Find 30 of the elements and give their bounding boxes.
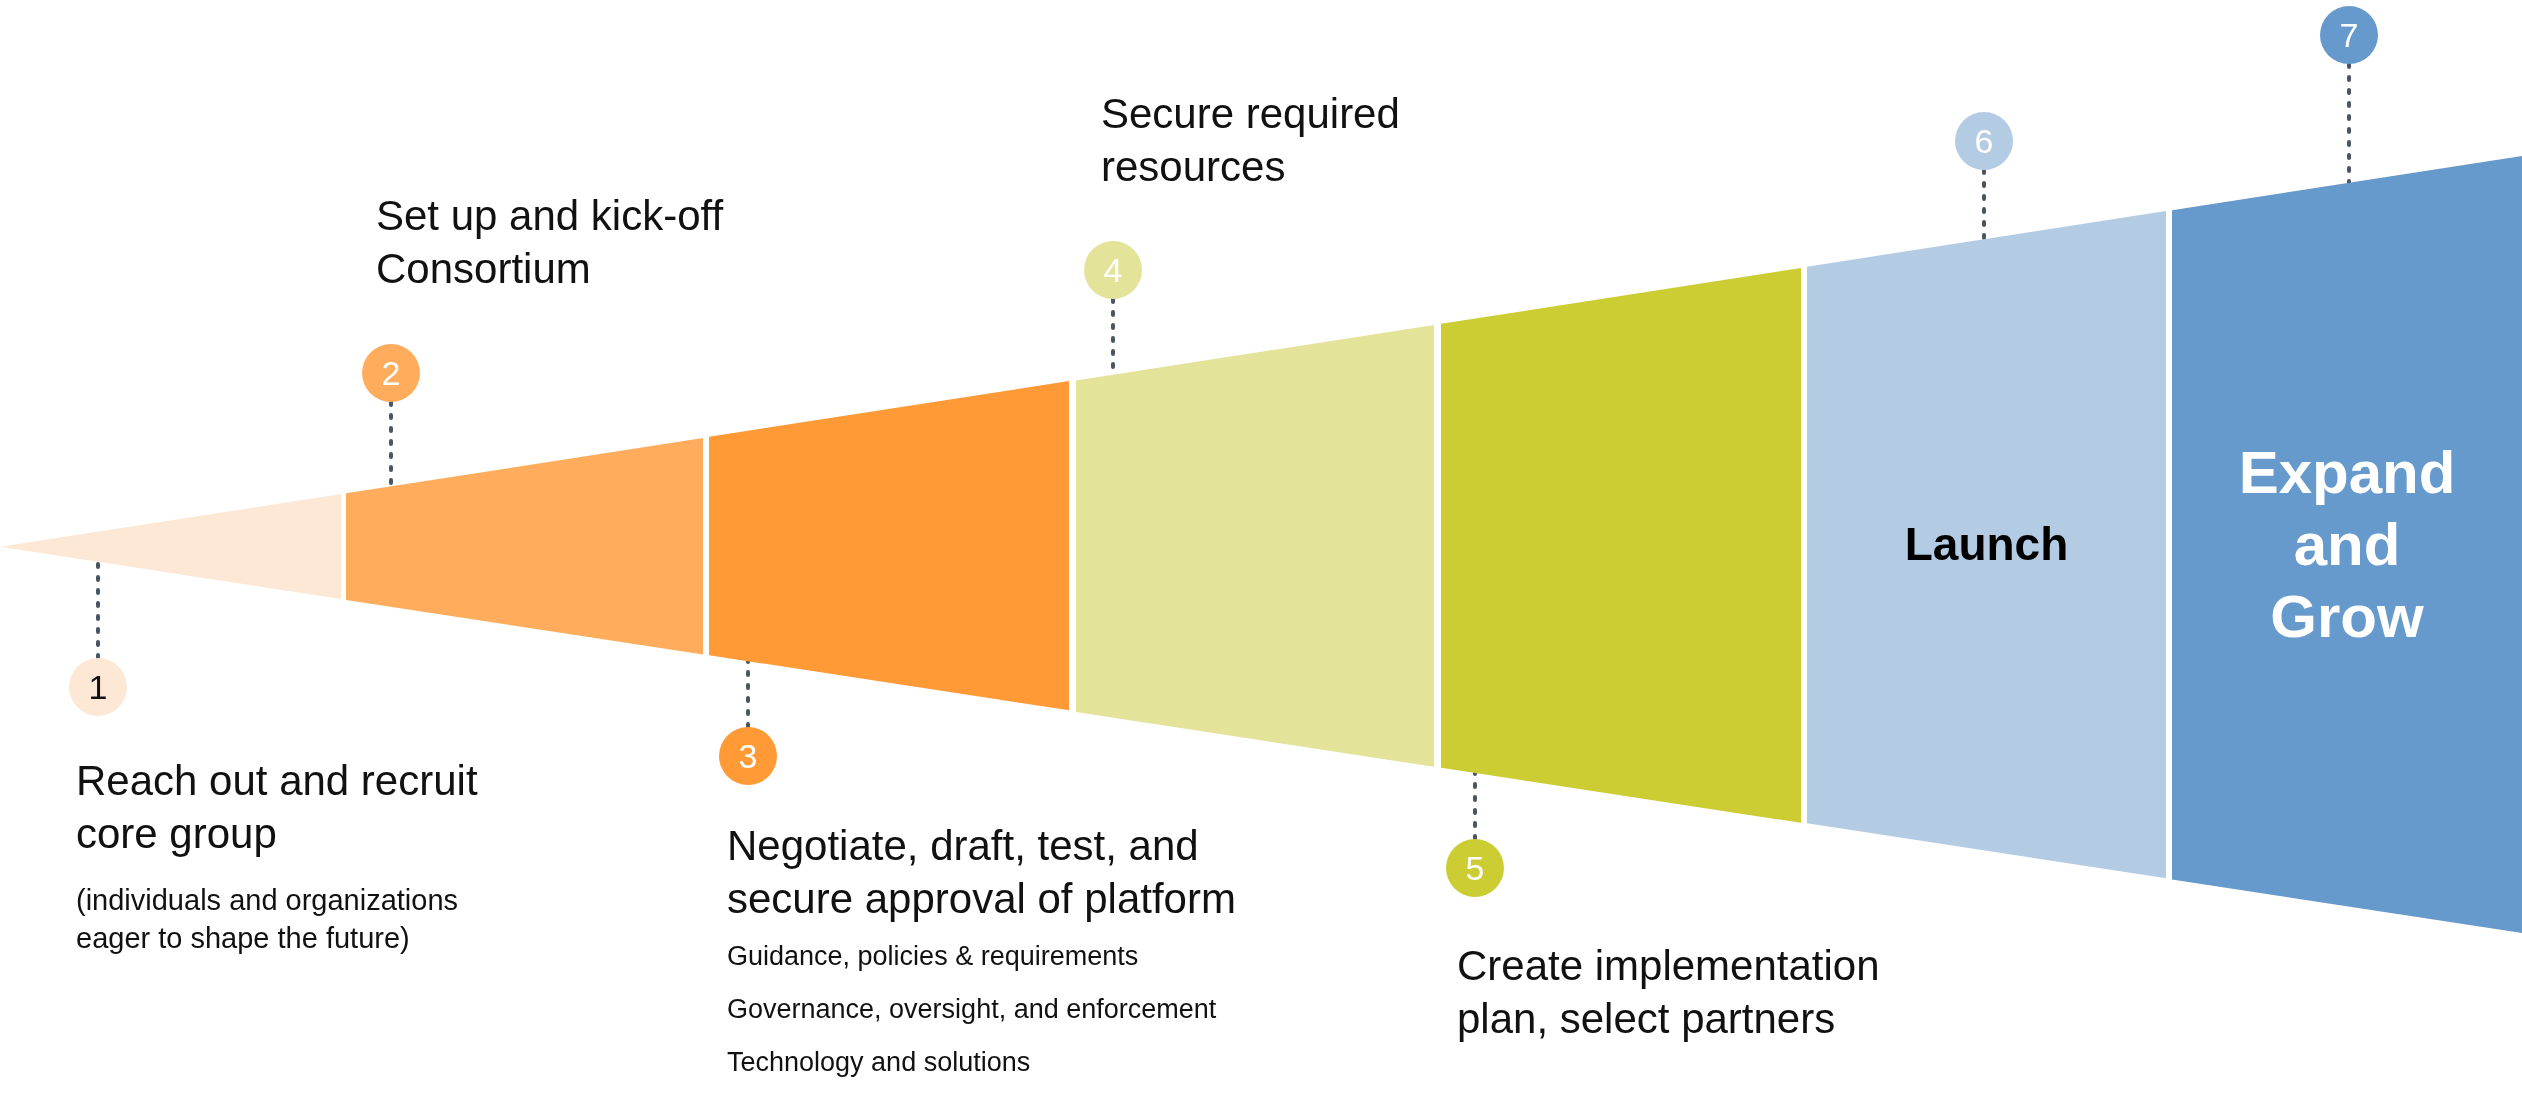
leader-line	[746, 659, 750, 729]
step-heading: Reach out and recruit core group	[76, 756, 479, 859]
step-number: 3	[719, 727, 777, 785]
step-number: 2	[362, 344, 420, 402]
funnel-segment	[709, 381, 1069, 711]
leader-line	[1473, 770, 1477, 841]
step-description: Governance, oversight, and enforcement	[727, 993, 1218, 1027]
stage-label: Expand and Grow	[2237, 437, 2457, 652]
step-number: 1	[69, 658, 127, 716]
funnel-segment	[0, 494, 341, 600]
funnel-segment	[1807, 211, 2166, 879]
stage-label: Launch	[1903, 517, 2070, 573]
funnel-segment	[1076, 324, 1434, 767]
funnel-segment	[1441, 267, 1801, 823]
step-heading: Secure required resources	[1101, 89, 1401, 192]
leader-line	[96, 560, 100, 660]
funnel-segment	[2172, 156, 2522, 933]
leader-line	[1982, 168, 1986, 242]
step-number: 5	[1446, 839, 1504, 897]
step-description: Guidance, policies & requirements	[727, 940, 1140, 973]
funnel-segment	[346, 438, 703, 655]
step-heading: Create implementation plan, select partners	[1457, 941, 1881, 1044]
step-number: 7	[2320, 6, 2378, 64]
step-heading: Negotiate, draft, test, and secure approval of platform	[727, 821, 1237, 924]
leader-line	[2347, 62, 2351, 185]
step-description: (individuals and organizations eager to shape the future)	[76, 883, 460, 956]
step-heading: Set up and kick-off Consortium	[376, 191, 725, 294]
step-number: 4	[1084, 241, 1142, 299]
step-description: Technology and solutions	[727, 1046, 1032, 1080]
step-number: 6	[1955, 112, 2013, 170]
